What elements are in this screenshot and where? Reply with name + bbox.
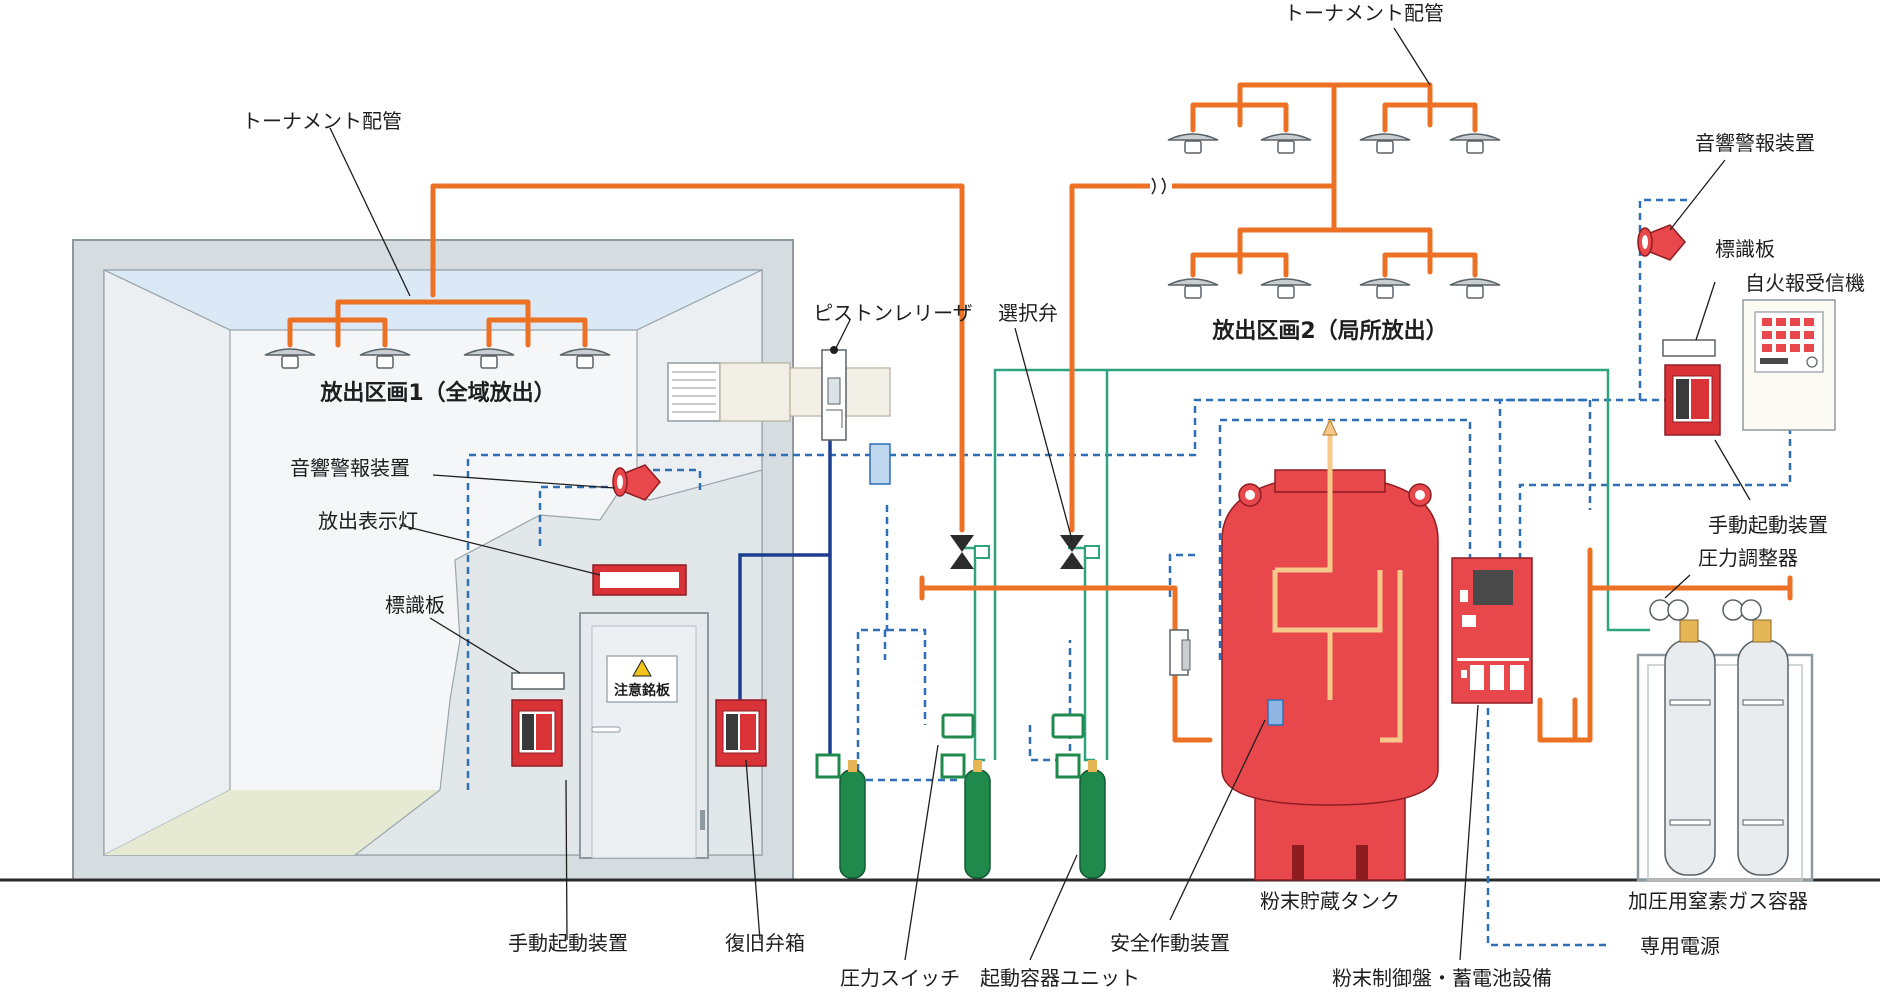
- alarm-horn-zone-1: [612, 464, 661, 501]
- label-tournament-pipe-1: トーナメント配管: [242, 109, 402, 133]
- label-manual-start-1: 手動起動装置: [508, 931, 628, 955]
- discharge-pipes: [287, 82, 1793, 743]
- piston-releaser: [821, 346, 891, 485]
- label-safety-device: 安全作動装置: [1110, 931, 1230, 955]
- manual-start-box-2[interactable]: [1664, 364, 1721, 436]
- sign-plate-zone-1: [511, 672, 565, 690]
- nitrogen-cylinder-1: [1664, 619, 1716, 876]
- label-powder-tank: 粉末貯蔵タンク: [1260, 889, 1400, 913]
- nozzle: [463, 348, 515, 369]
- label-starter-unit: 起動容器ユニット: [980, 966, 1140, 990]
- selector-valve-2[interactable]: [1060, 535, 1100, 569]
- pipe-break-mark: [1150, 176, 1172, 196]
- label-reset-valve-box: 復旧弁箱: [725, 931, 805, 955]
- navy-lines: [738, 420, 832, 755]
- caution-plate-label: 注意銘板: [614, 682, 671, 699]
- label-fire-alarm-receiver: 自火報受信機: [1745, 271, 1865, 295]
- label-sign-1: 標識板: [385, 593, 445, 617]
- label-tournament-pipe-2: トーナメント配管: [1284, 1, 1444, 25]
- label-pressure-switch: 圧力スイッチ: [840, 966, 960, 990]
- reset-valve-box[interactable]: [715, 699, 767, 767]
- label-zone-2: 放出区画2（局所放出）: [1211, 318, 1447, 344]
- label-discharge-lamp: 放出表示灯: [318, 509, 418, 533]
- warning-icon: [632, 658, 652, 677]
- discharge-indicator-lamp: [592, 564, 687, 596]
- label-piston-releaser: ピストンレリーザ: [813, 301, 973, 325]
- fire-alarm-receiver[interactable]: [1742, 299, 1836, 431]
- nozzle: [359, 348, 411, 369]
- door[interactable]: [579, 612, 709, 859]
- tank-level-gauge: [1169, 629, 1191, 676]
- label-control-panel: 粉末制御盤・蓄電池設備: [1332, 966, 1552, 990]
- pressure-switch-1: [941, 713, 975, 739]
- leader-lines: [329, 27, 1751, 961]
- labels: トーナメント配管 トーナメント配管 放出区画1（全域放出） 放出区画2（局所放出…: [242, 1, 1865, 990]
- starter-cylinder-3: [1055, 753, 1106, 879]
- caution-plate: 注意銘板: [606, 655, 678, 703]
- vent-grille: [667, 362, 891, 422]
- label-zone-1: 放出区画1（全域放出）: [319, 380, 555, 406]
- selector-valve-1[interactable]: [950, 535, 990, 569]
- pressure-switch-2: [1051, 713, 1085, 739]
- label-pressure-regulator: 圧力調整器: [1698, 546, 1798, 570]
- nozzle-group-zone-2: [1167, 133, 1501, 299]
- nozzle: [264, 348, 316, 369]
- powder-control-panel[interactable]: [1451, 557, 1533, 704]
- nozzle: [1260, 278, 1312, 299]
- label-dedicated-power: 専用電源: [1640, 934, 1720, 958]
- starter-cylinder-1: [815, 753, 866, 879]
- label-alarm-1: 音響警報装置: [290, 456, 410, 480]
- label-alarm-2: 音響警報装置: [1695, 131, 1815, 155]
- nozzle: [1167, 278, 1219, 299]
- nitrogen-cylinder-2: [1737, 619, 1789, 876]
- label-sign-2: 標識板: [1715, 237, 1775, 261]
- room-zone-1: [72, 239, 794, 881]
- sign-plate-2: [1662, 339, 1716, 357]
- pressure-regulator[interactable]: [1649, 599, 1762, 621]
- nozzle: [1167, 133, 1219, 154]
- alarm-horn-2: [1637, 224, 1686, 261]
- label-manual-start-2: 手動起動装置: [1708, 513, 1828, 537]
- nozzle: [1449, 278, 1501, 299]
- nozzle: [559, 348, 611, 369]
- label-selector-valve: 選択弁: [998, 301, 1058, 325]
- nitrogen-rack: [1636, 653, 1814, 882]
- powder-storage-tank: [1221, 418, 1439, 881]
- manual-start-box-zone-1[interactable]: [511, 699, 563, 767]
- label-nitrogen-container: 加圧用窒素ガス容器: [1628, 889, 1808, 913]
- nozzle: [1359, 278, 1411, 299]
- nozzle: [1260, 133, 1312, 154]
- starter-cylinder-2: [940, 753, 991, 879]
- nozzle: [1359, 133, 1411, 154]
- nozzle-group-zone-1: [264, 348, 611, 369]
- nozzle: [1449, 133, 1501, 154]
